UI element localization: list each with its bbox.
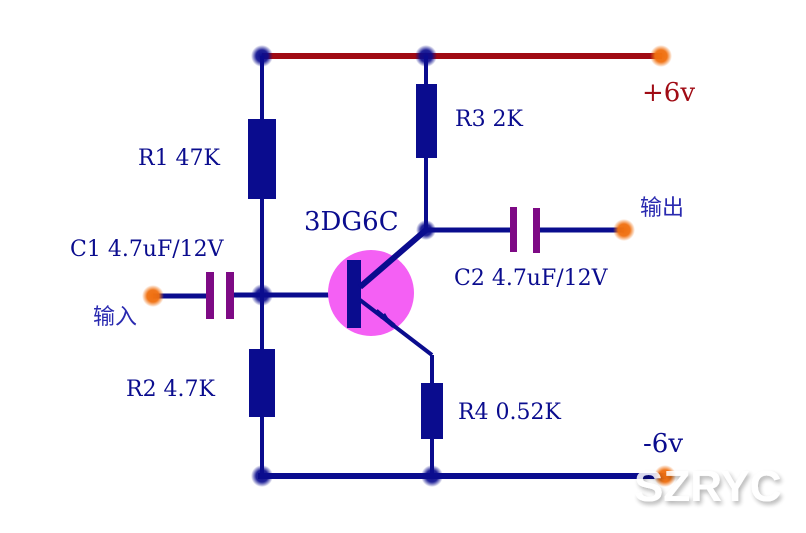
node-bottom-right xyxy=(421,465,443,487)
r4-label: R4 0.52K xyxy=(458,400,562,425)
positive-supply-terminal[interactable] xyxy=(650,45,672,67)
c1-label: C1 4.7uF/12V xyxy=(70,237,225,262)
watermark-text: SZRYC xyxy=(634,462,782,511)
input-label: 输入 xyxy=(93,305,137,330)
output-label: 输出 xyxy=(640,196,684,221)
output-terminal[interactable] xyxy=(613,219,635,241)
r3-resistor xyxy=(416,84,437,158)
node-top-right xyxy=(415,45,437,67)
r1-resistor xyxy=(248,119,276,199)
positive-supply-label: +6v xyxy=(642,78,695,108)
transistor-collector-lead xyxy=(358,227,428,290)
node-top-left xyxy=(251,45,273,67)
node-collector xyxy=(416,220,436,240)
negative-supply-label: -6v xyxy=(643,429,683,459)
emitter-arrow-stroke xyxy=(374,309,396,328)
transistor-label: 3DG6C xyxy=(304,207,399,237)
c2-plate-left xyxy=(510,207,517,252)
r4-resistor xyxy=(421,383,443,439)
transistor-base-bar xyxy=(347,260,361,328)
input-terminal[interactable] xyxy=(142,285,164,307)
r2-label: R2 4.7K xyxy=(126,377,216,402)
r1-label: R1 47K xyxy=(138,146,221,171)
c2-plate-right xyxy=(533,208,540,253)
transistor-emitter-lead xyxy=(358,298,434,357)
r2-resistor xyxy=(249,349,275,417)
negative-supply-terminal[interactable] xyxy=(654,465,676,487)
c1-plate-right xyxy=(226,272,234,319)
node-base xyxy=(251,284,273,306)
c2-label: C2 4.7uF/12V xyxy=(454,266,609,291)
transistor-body xyxy=(328,250,414,336)
node-bottom-left xyxy=(251,465,273,487)
c1-plate-left xyxy=(206,272,214,319)
r3-label: R3 2K xyxy=(455,107,524,132)
